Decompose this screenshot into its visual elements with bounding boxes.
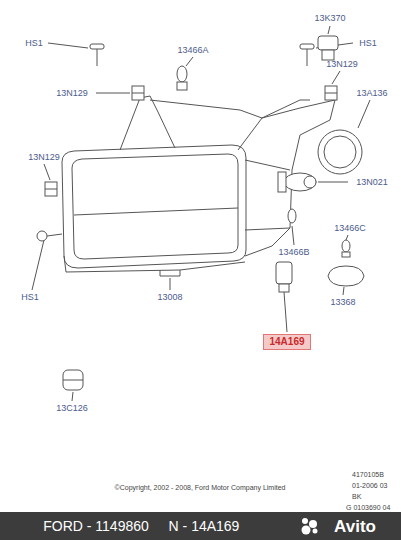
callout-number: 13C126: [56, 404, 88, 413]
callout-number: 13K370: [314, 14, 345, 23]
callout-number: 13368: [330, 298, 355, 307]
highlighted-part-box: 14A169: [263, 334, 310, 350]
callout-number: 13N129: [326, 60, 358, 69]
part-number: FORD - 1149860: [43, 519, 149, 533]
callout-number: 13466C: [334, 224, 366, 233]
callout-number: 13466A: [177, 46, 208, 55]
callout-number: HS1: [359, 39, 377, 48]
drawing-code: 4170105B: [352, 471, 384, 478]
callout-number: 13N021: [356, 178, 388, 187]
callout-number: 14A169: [269, 337, 304, 347]
callout-number: 13466B: [278, 248, 309, 257]
part-number: N - 14A169: [169, 519, 240, 533]
callout-number: 13N129: [28, 153, 60, 162]
watermark: Avito: [334, 518, 376, 535]
callout-number: 13N129: [56, 89, 88, 98]
drawing-code: BK: [352, 493, 361, 500]
callout-number: HS1: [21, 293, 39, 302]
callout-number: 13008: [157, 293, 182, 302]
drawing-date: 01-2006 03: [352, 482, 387, 489]
copyright-note: ©Copyright, 2002 - 2008, Ford Motor Comp…: [115, 484, 286, 491]
callout-number: HS1: [25, 39, 43, 48]
drawing-code: G 0103690 04: [346, 504, 390, 511]
callout-number: 13A136: [356, 89, 387, 98]
